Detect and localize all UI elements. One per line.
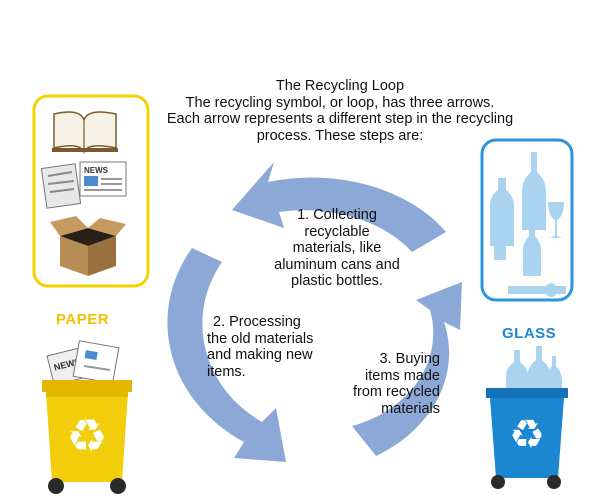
step-3-line-1: 3. Buying — [379, 351, 440, 367]
step-3-line-4: materials — [381, 400, 440, 417]
glass-bin: ♻ — [486, 346, 568, 489]
arrow-buying — [352, 282, 462, 456]
step-1-line-5: plastic bottles. — [291, 273, 383, 289]
step-2-line-3: and making new — [207, 347, 313, 363]
book-icon — [52, 111, 118, 155]
step-1-line-3: materials, like — [292, 240, 382, 256]
glass-items-frame — [480, 138, 574, 302]
glass-label: GLASS — [502, 325, 557, 342]
cardboard-box-icon — [50, 216, 126, 276]
glass-bottles-icon — [490, 152, 566, 297]
paper-items-frame: NEWS — [32, 94, 150, 288]
header-text: The Recycling Loop The recycling symbol,… — [150, 78, 530, 144]
news-text: NEWS — [84, 166, 109, 175]
step-2-line-2: the old materials — [207, 330, 314, 347]
glass-recycle-symbol-icon: ♻ — [509, 412, 545, 458]
header-line-2: The recycling symbol, or loop, has three… — [185, 94, 495, 111]
step-1-line-2: recyclable — [304, 223, 370, 240]
newspaper-icon: NEWS — [40, 161, 127, 209]
paper-bin: NEWS ♻ — [42, 340, 132, 494]
arrow-collecting — [232, 162, 446, 252]
step-1-text: 1. Collecting recyclable materials, like… — [262, 207, 412, 290]
bin-newspaper-icon: NEWS — [46, 340, 120, 386]
step-3-text: 3. Buying items made from recycled mater… — [334, 351, 440, 417]
paper-label: PAPER — [56, 311, 110, 328]
arrow-processing — [167, 248, 286, 462]
bin-glass-bottles-icon — [506, 346, 562, 392]
step-2-line-4: items. — [207, 363, 246, 380]
step-2-text: 2. Processing the old materials and maki… — [207, 314, 325, 380]
header-title: The Recycling Loop — [275, 78, 405, 94]
step-3-line-2: items made — [365, 367, 440, 384]
step-1-line-1: 1. Collecting — [297, 207, 377, 223]
step-1-line-4: aluminum cans and — [274, 256, 400, 273]
header-line-4: process. These steps are: — [256, 127, 424, 144]
header-line-3: Each arrow represents a different step i… — [166, 111, 514, 127]
step-2-line-1: 2. Processing — [213, 314, 301, 330]
step-3-line-3: from recycled — [352, 384, 440, 400]
recycle-symbol-icon: ♻ — [66, 409, 107, 463]
